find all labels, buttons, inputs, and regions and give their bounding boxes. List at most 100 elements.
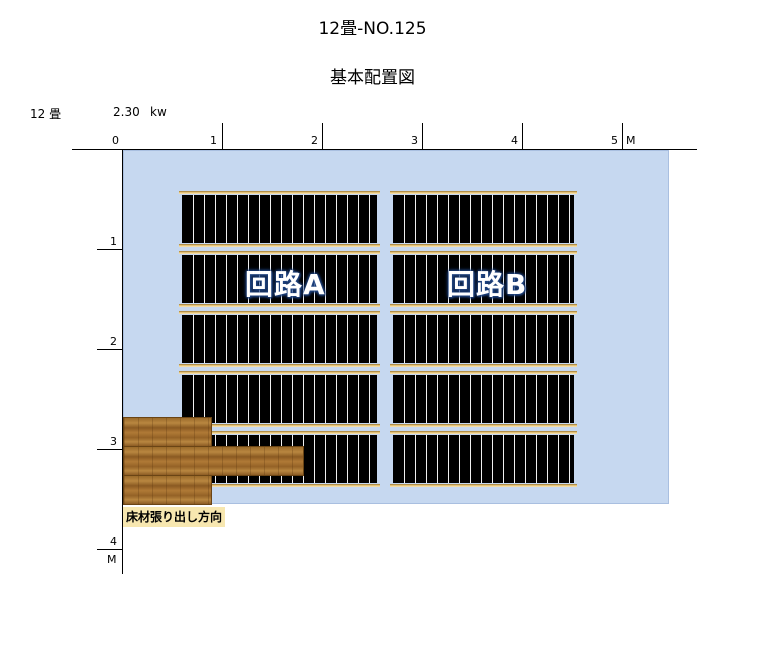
x-axis-tick [422, 123, 423, 149]
heater-film-divider [558, 435, 559, 483]
heater-rail [390, 364, 577, 367]
heater-film-divider [481, 195, 482, 243]
heater-film-divider [303, 195, 304, 243]
heater-film-divider [525, 195, 526, 243]
heater-film-divider [569, 315, 570, 363]
heater-film-divider [470, 195, 471, 243]
page-title: 12畳-NO.125 [318, 19, 427, 39]
heater-film-divider [204, 315, 205, 363]
heater-film-divider [470, 255, 471, 303]
heater-film-divider [259, 255, 260, 303]
circuit-a-label: 回路A [245, 268, 326, 301]
heater-film-divider [481, 315, 482, 363]
heater-film-divider [525, 435, 526, 483]
y-axis-tick [97, 249, 122, 250]
heater-film-divider [347, 255, 348, 303]
heater-film-divider [259, 375, 260, 423]
heater-film-divider [558, 255, 559, 303]
heater-panel-row [179, 311, 380, 368]
heater-film-divider [336, 315, 337, 363]
heater-film-divider [336, 255, 337, 303]
heater-film-divider [215, 195, 216, 243]
heater-film-divider [204, 195, 205, 243]
heater-film-divider [336, 195, 337, 243]
y-axis-tick [97, 349, 122, 350]
heater-film-divider [404, 375, 405, 423]
x-tick-label: 5 [611, 134, 618, 147]
heater-film-divider [193, 195, 194, 243]
heater-film-divider [369, 315, 370, 363]
heater-film-divider [558, 315, 559, 363]
y-axis-line [122, 150, 123, 574]
x-tick-label: 4 [511, 134, 518, 147]
wood-floor-plank [123, 417, 212, 447]
heater-film [182, 195, 377, 243]
heater-film-divider [569, 255, 570, 303]
power-unit: kw [150, 105, 167, 119]
heater-rail [390, 484, 577, 487]
circuit-b-label: 回路B [447, 268, 528, 301]
heater-film-divider [281, 255, 282, 303]
heater-film-divider [514, 195, 515, 243]
wood-floor-plank [123, 446, 304, 476]
heater-film [393, 255, 574, 303]
heater-film-divider [437, 195, 438, 243]
heater-film-divider [347, 315, 348, 363]
heater-film-divider [325, 195, 326, 243]
heater-film-divider [547, 375, 548, 423]
heater-film-divider [358, 255, 359, 303]
heater-film-divider [292, 375, 293, 423]
heater-rail [390, 244, 577, 247]
heater-film-divider [303, 315, 304, 363]
heater-rail [179, 364, 380, 367]
heater-film-divider [536, 375, 537, 423]
page-subtitle: 基本配置図 [330, 68, 415, 88]
y-axis-unit: M [107, 553, 117, 566]
heater-film-divider [358, 315, 359, 363]
heater-film-divider [226, 315, 227, 363]
heater-panel-row [179, 251, 380, 308]
y-axis-tick [97, 549, 122, 550]
heater-film-divider [459, 435, 460, 483]
heater-film-divider [514, 255, 515, 303]
heater-film [393, 435, 574, 483]
heater-film-divider [292, 255, 293, 303]
heater-film-divider [437, 315, 438, 363]
heater-film-divider [404, 315, 405, 363]
heater-film-divider [503, 435, 504, 483]
heater-film-divider [325, 255, 326, 303]
heater-rail [390, 431, 577, 434]
heater-film-divider [492, 315, 493, 363]
heater-film [182, 315, 377, 363]
heater-film [182, 375, 377, 423]
heater-film-divider [336, 375, 337, 423]
heater-film-divider [314, 375, 315, 423]
heater-film-divider [514, 435, 515, 483]
heater-film-divider [226, 195, 227, 243]
heater-film-divider [193, 255, 194, 303]
heater-film-divider [459, 195, 460, 243]
heater-film-divider [226, 375, 227, 423]
heater-film-divider [569, 375, 570, 423]
heater-film-divider [481, 375, 482, 423]
heater-film-divider [415, 195, 416, 243]
heater-panel-row [390, 371, 577, 428]
heater-rail [179, 304, 380, 307]
heater-film-divider [426, 255, 427, 303]
heater-film-divider [525, 315, 526, 363]
heater-film-divider [448, 375, 449, 423]
heater-film-divider [514, 315, 515, 363]
heater-film-divider [336, 435, 337, 483]
heater-film-divider [525, 255, 526, 303]
heater-panel-row [390, 191, 577, 248]
heater-film-divider [492, 195, 493, 243]
heater-film-divider [547, 195, 548, 243]
heater-film [393, 195, 574, 243]
heater-rail [390, 191, 577, 194]
heater-film-divider [437, 435, 438, 483]
heater-film-divider [481, 435, 482, 483]
heater-film-divider [448, 435, 449, 483]
heater-rail [390, 304, 577, 307]
heater-film-divider [369, 435, 370, 483]
heater-film-divider [492, 255, 493, 303]
